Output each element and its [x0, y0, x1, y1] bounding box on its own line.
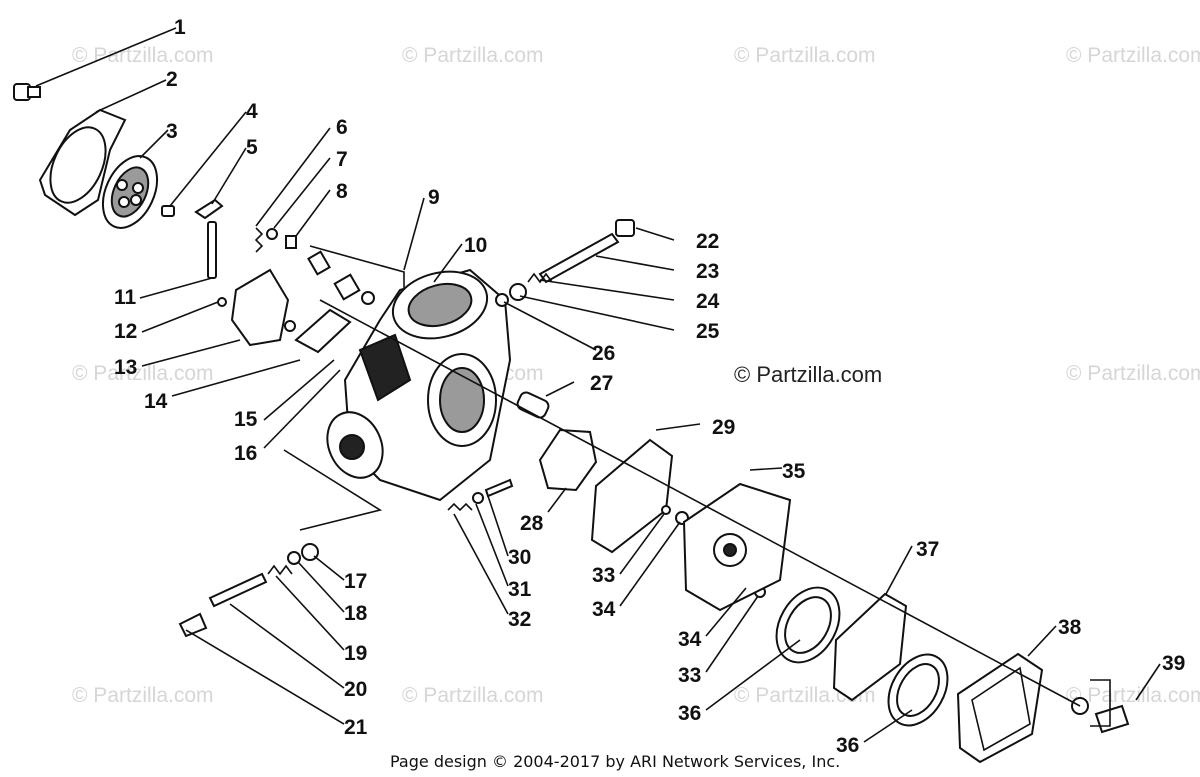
part-jet-27: [516, 391, 550, 419]
callout-labels: 1 2 3 4 5 6 7 8 9 10 11 12 13 14 15 16 1…: [114, 16, 1185, 757]
callout-39: 39: [1162, 652, 1185, 675]
callout-10: 10: [464, 234, 487, 257]
part-needle-valve-9: [307, 250, 375, 305]
part-carburetor-body-10: [326, 268, 512, 502]
part-pump-body-35: [682, 482, 792, 612]
part-pump-cover-13: [217, 268, 296, 347]
callout-14: 14: [144, 390, 168, 413]
callout-16: 16: [234, 442, 257, 465]
callout-31: 31: [508, 578, 532, 601]
callout-8: 8: [336, 180, 348, 203]
callout-37: 37: [916, 538, 939, 561]
callout-22: 22: [696, 230, 719, 253]
part-valve-30: [484, 478, 514, 498]
callout-24: 24: [696, 290, 720, 313]
callout-25: 25: [696, 320, 720, 343]
callout-4: 4: [246, 100, 258, 123]
callout-23: 23: [696, 260, 719, 283]
watermark: © Partzilla.com: [72, 362, 214, 385]
part-screw-7: [266, 228, 278, 240]
leader-lines: [35, 27, 1161, 743]
callout-28: 28: [520, 512, 544, 535]
part-drawings: [13, 83, 1130, 764]
watermark-layer: © Partzilla.com © Partzilla.com © Partzi…: [72, 44, 1200, 707]
callout-2: 2: [166, 68, 178, 91]
callout-3: 3: [166, 120, 178, 143]
watermark: © Partzilla.com: [734, 44, 876, 67]
callout-30: 30: [508, 546, 531, 569]
part-screw-33: [661, 505, 671, 515]
callout-34: 34: [592, 598, 616, 621]
callout-12: 12: [114, 320, 137, 343]
callout-18: 18: [344, 602, 368, 625]
callout-38: 38: [1058, 616, 1082, 639]
callout-26: 26: [592, 342, 615, 365]
part-plate-37: [832, 592, 908, 702]
part-screw-22-26: [495, 219, 635, 307]
part-spring-32: [447, 502, 473, 512]
watermark: © Partzilla.com: [402, 684, 544, 707]
callout-9: 9: [428, 186, 440, 209]
callout-7: 7: [336, 148, 348, 171]
callout-36b: 36: [836, 734, 859, 757]
callout-36: 36: [678, 702, 701, 725]
callout-1: 1: [174, 16, 186, 39]
part-lever-5: [194, 198, 224, 279]
callout-19: 19: [344, 642, 367, 665]
part-spring-6: [254, 227, 264, 253]
part-screw-17-21: [178, 543, 319, 638]
part-plate-29: [590, 438, 674, 554]
callout-27: 27: [590, 372, 613, 395]
callout-6: 6: [336, 116, 348, 139]
callout-34b: 34: [678, 628, 702, 651]
watermark: © Partzilla.com: [1066, 362, 1200, 385]
callout-32: 32: [508, 608, 531, 631]
callout-13: 13: [114, 356, 137, 379]
watermark: © Partzilla.com: [402, 44, 544, 67]
callout-29: 29: [712, 416, 735, 439]
watermark: © Partzilla.com: [72, 44, 214, 67]
copyright-footer: Page design © 2004-2017 by ARI Network S…: [390, 752, 840, 771]
callout-35: 35: [782, 460, 806, 483]
part-gasket-28: [538, 428, 598, 492]
part-washer-31: [472, 492, 484, 504]
part-clip-8: [285, 235, 297, 249]
watermark: © Partzilla.com: [1066, 44, 1200, 67]
watermark: © Partzilla.com: [1066, 684, 1200, 707]
callout-15: 15: [234, 408, 258, 431]
watermark: © Partzilla.com: [72, 684, 214, 707]
callout-20: 20: [344, 678, 367, 701]
part-diaphragm-3: [101, 155, 159, 229]
callout-33b: 33: [678, 664, 701, 687]
callout-17: 17: [344, 570, 367, 593]
callout-33: 33: [592, 564, 615, 587]
part-screw-4: [161, 205, 175, 217]
part-screw-1: [13, 83, 41, 101]
callout-5: 5: [246, 136, 258, 159]
watermark-main: © Partzilla.com: [734, 362, 882, 387]
part-cover-38: [956, 652, 1044, 764]
callout-11: 11: [114, 286, 137, 309]
callout-21: 21: [344, 716, 368, 739]
part-gasket-14: [294, 308, 352, 354]
